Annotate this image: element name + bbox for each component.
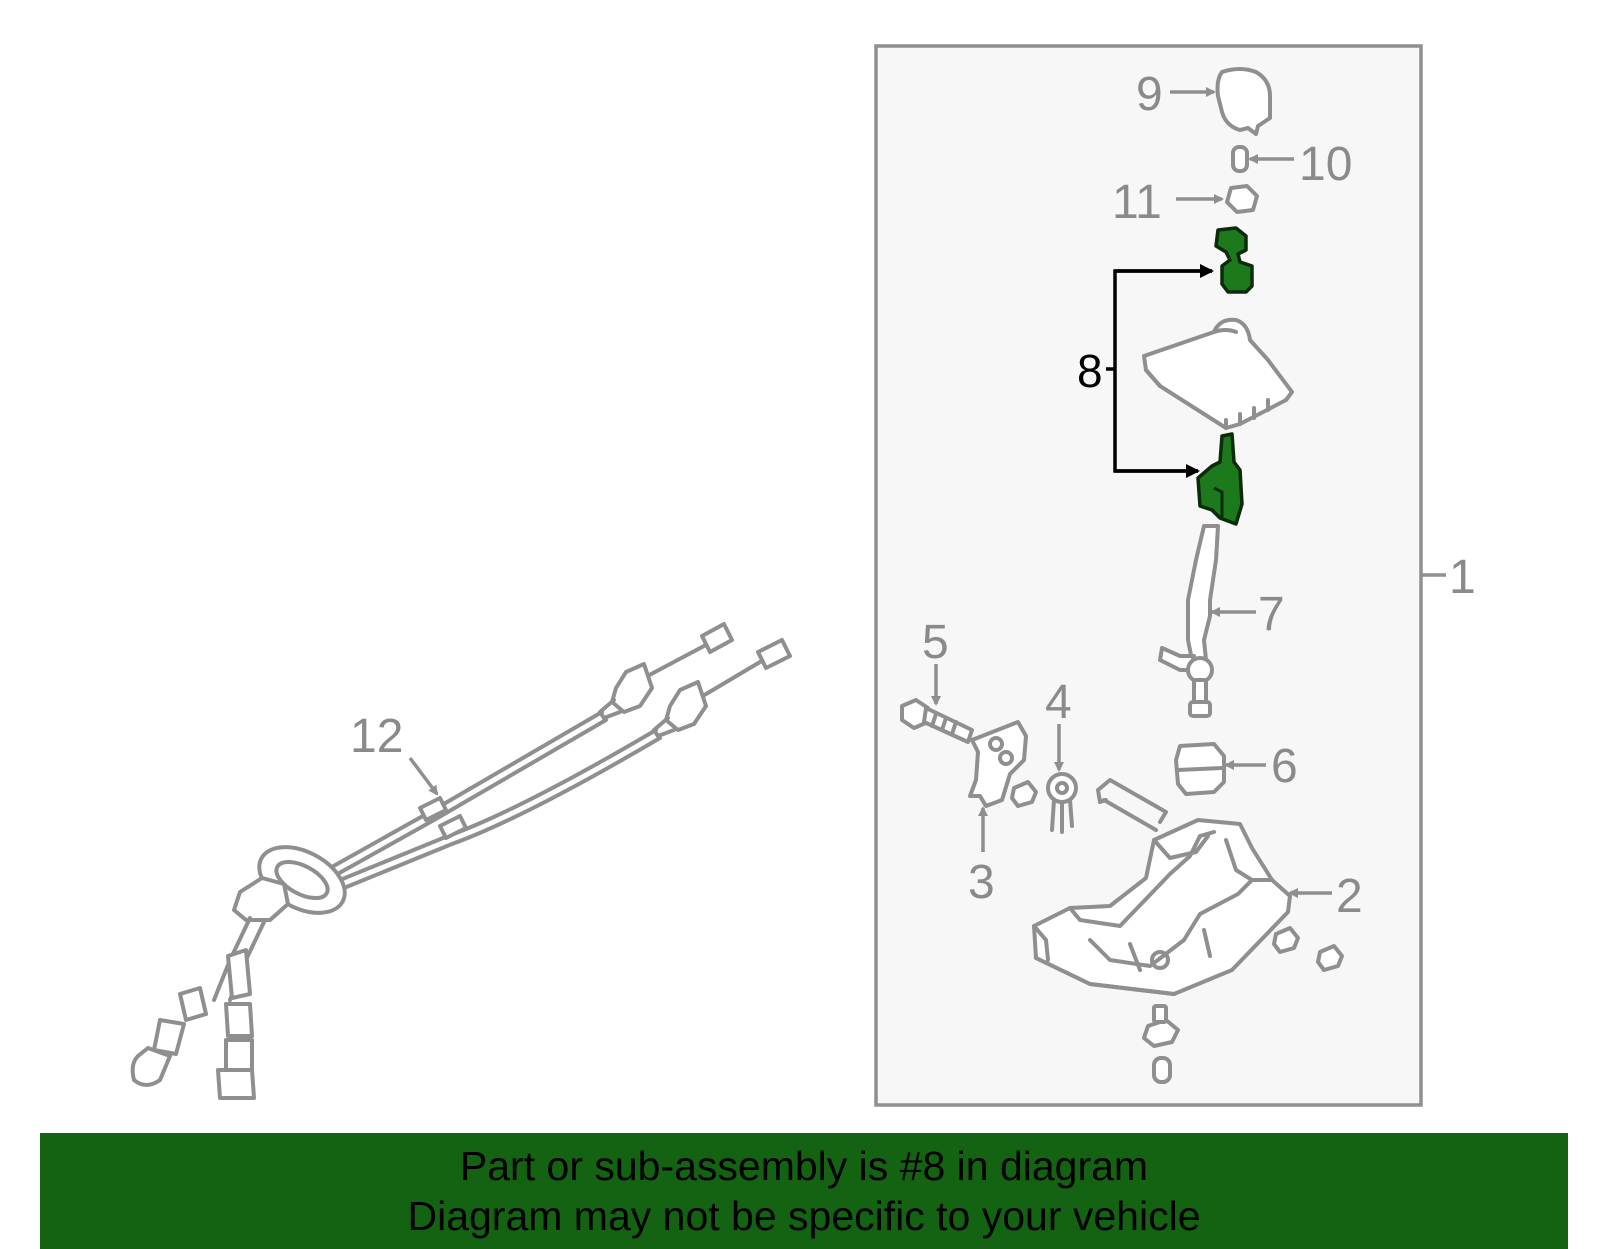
callout-7: 7 [1258, 588, 1285, 641]
banner-line-2: Diagram may not be specific to your vehi… [407, 1193, 1201, 1239]
callout-9: 9 [1136, 68, 1163, 121]
part-8-boot [1142, 317, 1294, 430]
part-spring-pin [1096, 778, 1168, 832]
part-4-clip [1046, 772, 1078, 834]
callout-6: 6 [1271, 740, 1298, 793]
callout-2: 2 [1336, 870, 1363, 923]
callout-10: 10 [1299, 138, 1352, 191]
part-grommet [1142, 1004, 1180, 1084]
part-7-shift-lever [1158, 524, 1220, 718]
callout-11: 11 [1112, 176, 1162, 229]
part-5-bolt [900, 698, 974, 744]
part-8-upper-highlight [1214, 226, 1254, 294]
info-banner: Part or sub-assembly is #8 in diagram Di… [40, 1133, 1568, 1249]
callout-4: 4 [1045, 676, 1072, 729]
part-10-pin [1231, 145, 1249, 173]
part-9-knob [1215, 67, 1272, 136]
part-bushing-small [1010, 780, 1038, 808]
part-11-nut [1225, 184, 1259, 214]
callout-5: 5 [922, 616, 949, 669]
callout-3: 3 [968, 856, 995, 909]
part-8-lower-highlight [1196, 432, 1244, 526]
part-3-bracket [968, 720, 1028, 808]
callout-1: 1 [1449, 551, 1476, 604]
part-12-shift-cables [130, 622, 792, 1100]
part-2-base-housing [1032, 818, 1292, 996]
part-6-bushing [1174, 742, 1226, 796]
callout-12: 12 [350, 710, 403, 763]
banner-line-1: Part or sub-assembly is #8 in diagram [459, 1143, 1149, 1189]
callout-8: 8 [1077, 345, 1103, 397]
part-bushing-pair [1272, 926, 1344, 972]
